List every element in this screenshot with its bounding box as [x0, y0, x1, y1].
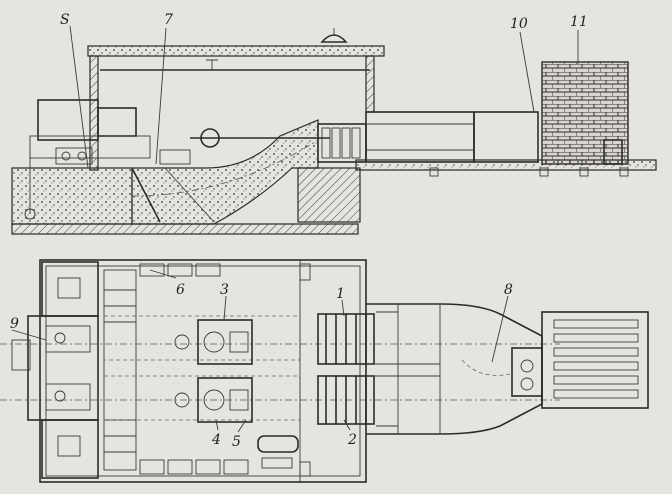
plan-view [0, 259, 649, 483]
right-wall [365, 55, 375, 113]
roof-lantern [320, 34, 348, 43]
roof-slab [87, 45, 385, 57]
penstock-outline-upper [104, 315, 301, 361]
discharge-conduit [365, 111, 475, 163]
inlet-channel [11, 167, 133, 225]
label-6: 6 [176, 282, 185, 298]
label-5: 5 [232, 434, 241, 450]
spiral-inlet [131, 119, 319, 225]
label-4: 4 [211, 432, 221, 448]
label-7: 7 [164, 12, 173, 28]
label-9: 9 [10, 316, 19, 332]
brick-tower [541, 61, 629, 165]
intake-bay [27, 315, 99, 421]
left-wall [89, 55, 99, 171]
turbine-2 [317, 375, 375, 425]
leader-lines [11, 25, 579, 433]
label-2: 2 [347, 432, 357, 448]
label-s: S [60, 12, 70, 28]
corner-room-top [41, 261, 99, 317]
generator-unit-3 [197, 319, 253, 365]
elevation-view [11, 28, 657, 235]
auxiliary-unit-5 [257, 435, 299, 453]
generator-unit-4 [197, 377, 253, 423]
aux-building [37, 99, 99, 141]
corner-room-bottom [41, 419, 99, 479]
turbine-1 [317, 313, 375, 365]
penstock-outline-lower [104, 375, 301, 421]
label-3: 3 [220, 282, 229, 298]
draft-tube-plan [366, 303, 543, 435]
gate-mechanism [55, 147, 93, 165]
powerhouse-outline [39, 259, 367, 483]
label-8: 8 [504, 282, 513, 298]
stairs-left [103, 269, 137, 471]
label-1: 1 [336, 286, 345, 302]
label-10: 10 [510, 16, 528, 32]
outlet-grating [541, 311, 649, 409]
label-11: 11 [570, 14, 588, 30]
